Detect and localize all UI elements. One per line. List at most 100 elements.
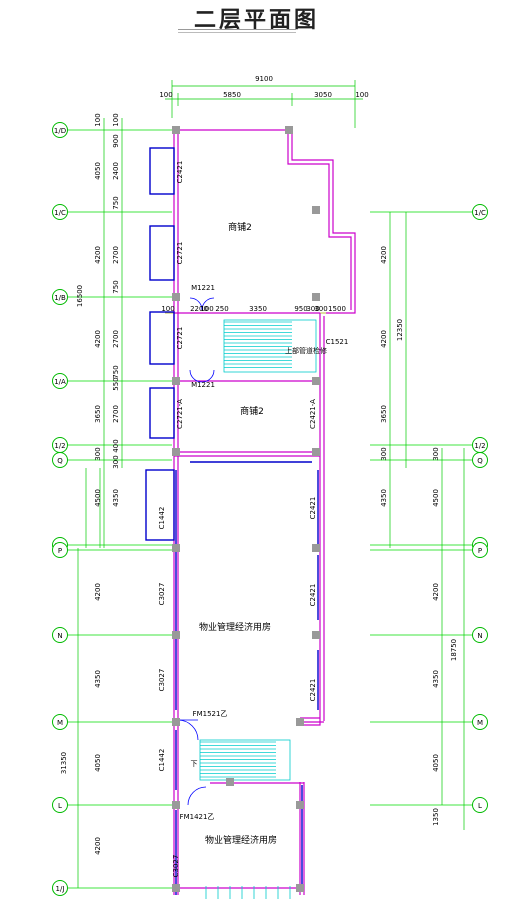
window-label: C2421 xyxy=(309,679,317,702)
axis-bubble-circle xyxy=(472,542,488,558)
column xyxy=(172,293,180,301)
dimension-lines xyxy=(77,80,465,888)
axis-bubble-circle xyxy=(472,714,488,730)
column xyxy=(312,293,320,301)
axis-bubble-circle xyxy=(472,204,488,220)
axis-bubble-label: L xyxy=(478,802,482,810)
axis-bubble-label: Q xyxy=(57,457,63,465)
dimension-total: 31350 xyxy=(60,752,68,774)
axis-bubble-circle xyxy=(52,797,68,813)
axis-bubble-label: 1/2 xyxy=(474,442,485,450)
column xyxy=(226,778,234,786)
axis-bubble-label: 1/B xyxy=(54,294,66,302)
axis-lines xyxy=(66,129,472,889)
door-swings xyxy=(177,297,215,806)
axis-bubble-right: L xyxy=(472,797,488,813)
dimension-left: 4350 xyxy=(94,670,102,688)
dimension-top: 5850 xyxy=(223,91,241,99)
window-label: C2721 xyxy=(176,242,184,265)
axis-bubble-label: P xyxy=(58,547,62,555)
plan-note: 下 xyxy=(191,760,198,768)
dimension-left: 300 xyxy=(112,455,120,468)
axis-bubble-label: M xyxy=(477,719,483,727)
column xyxy=(172,126,180,134)
drawing-title: 二层平面图 xyxy=(193,8,319,33)
dimension-left: 300 xyxy=(94,447,102,460)
title-underline xyxy=(178,29,296,30)
dimension-left: 4200 xyxy=(94,246,102,264)
dimension-left: 750 xyxy=(112,365,120,378)
axis-bubble-left: 1/A xyxy=(52,373,68,389)
dimension-right: 4200 xyxy=(380,330,388,348)
axis-bubble-label: 1/J xyxy=(56,885,65,893)
axis-bubble-label: 1/C xyxy=(54,209,66,217)
dimension-overall: 9100 xyxy=(255,75,273,83)
axis-bubble-circle xyxy=(52,880,68,896)
axis-bubble-left: 1/B xyxy=(52,289,68,305)
door-label: FM1521乙 xyxy=(193,710,228,718)
axis-bubble-right: N xyxy=(472,627,488,643)
dimension-total: 18750 xyxy=(450,639,458,661)
column xyxy=(172,631,180,639)
room-label: 物业管理经济用房 xyxy=(199,621,271,633)
dimension-internal: 100 xyxy=(200,305,213,313)
column xyxy=(312,631,320,639)
dimension-internal: 300 xyxy=(306,305,319,313)
axis-bubble-left: 1/C xyxy=(52,204,68,220)
door-label: M1221 xyxy=(191,381,215,389)
room-label: 商铺2 xyxy=(228,221,252,233)
window-label: C2421 xyxy=(176,161,184,184)
column xyxy=(296,718,304,726)
axis-bubble-right: 1/2 xyxy=(472,437,488,453)
axis-bubble-right: 1/C xyxy=(472,204,488,220)
axis-bubble-left: Q xyxy=(52,452,68,468)
column xyxy=(296,801,304,809)
axis-bubble-label: Q xyxy=(477,457,483,465)
axis-bubble-label: M xyxy=(57,719,63,727)
column xyxy=(312,206,320,214)
dimension-left: 100 xyxy=(94,113,102,126)
dimension-internal: 1500 xyxy=(328,305,346,313)
dimension-left: 2700 xyxy=(112,405,120,423)
axis-bubble-right: Q xyxy=(472,452,488,468)
dimension-internal: 950 xyxy=(294,305,307,313)
dimension-total: 16500 xyxy=(76,285,84,307)
door-label: FM1421乙 xyxy=(180,813,215,821)
dimension-internal: 2200 xyxy=(190,305,208,313)
axis-bubble-circle xyxy=(472,452,488,468)
column xyxy=(172,377,180,385)
dimension-right: 4050 xyxy=(432,754,440,772)
window-label: C2721 xyxy=(176,327,184,350)
dimension-right: 4350 xyxy=(432,670,440,688)
dimension-left: 900 xyxy=(112,134,120,147)
column xyxy=(312,377,320,385)
axis-bubble-right: M xyxy=(472,714,488,730)
staircase xyxy=(199,319,317,899)
window-label: C2721-A xyxy=(176,399,184,429)
column xyxy=(172,544,180,552)
axis-bubble-left: 1/J xyxy=(52,880,68,896)
column xyxy=(285,126,293,134)
dimension-right: 4350 xyxy=(380,489,388,507)
axis-bubble-circle xyxy=(52,542,68,558)
axis-bubble-left: 1/2 xyxy=(52,437,68,453)
dimension-top: 100 xyxy=(355,91,368,99)
axis-bubble-circle xyxy=(52,627,68,643)
axis-bubble-circle xyxy=(52,373,68,389)
axis-bubble-circle xyxy=(52,289,68,305)
window-label: C3027 xyxy=(158,669,166,692)
dimension-total: 12350 xyxy=(396,319,404,341)
column xyxy=(312,448,320,456)
axis-bubble-circle xyxy=(52,122,68,138)
dimension-left: 4050 xyxy=(94,754,102,772)
dimension-left: 750 xyxy=(112,196,120,209)
plan-note: C1521 xyxy=(326,338,349,346)
axis-bubble-circle xyxy=(52,204,68,220)
window-label: C1442 xyxy=(158,749,166,772)
axis-bubbles: 1/D1/C1/B1/A1/2Q1/1PNML1/J1/C1/2Q1/1PNML xyxy=(52,122,488,896)
axis-bubble-left: P xyxy=(52,542,68,558)
axis-bubble-left: 1/D xyxy=(52,122,68,138)
dimension-right: 4500 xyxy=(432,489,440,507)
dimension-left: 2400 xyxy=(112,162,120,180)
